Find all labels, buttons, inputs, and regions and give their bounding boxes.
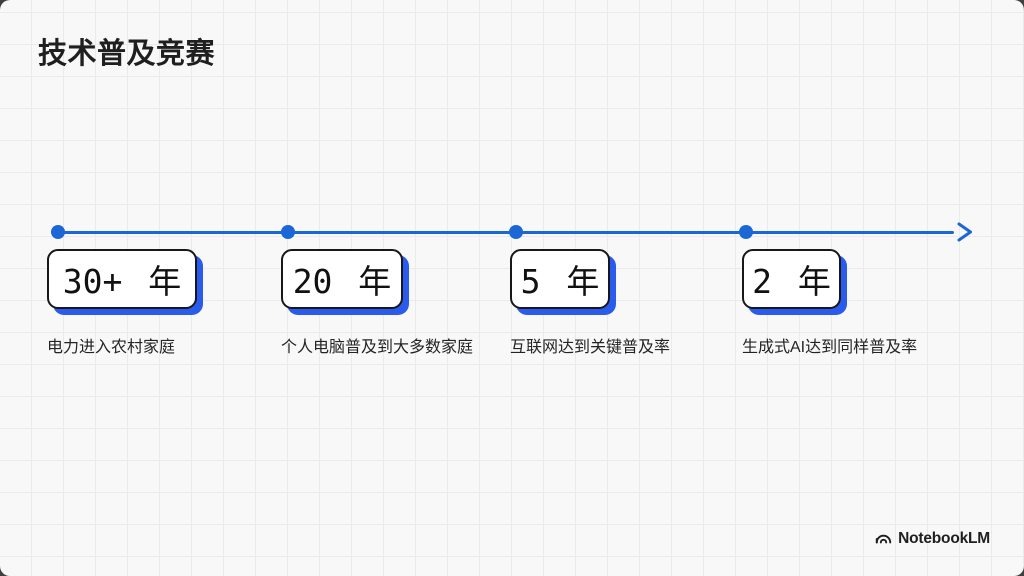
timeline-dot [509, 225, 523, 239]
brand-name: NotebookLM [898, 529, 990, 547]
milestone-label: 生成式AI达到同样普及率 [742, 339, 918, 356]
timeline-dot [281, 225, 295, 239]
timeline-line [56, 231, 954, 234]
milestone-label: 电力进入农村家庭 [47, 339, 176, 356]
duration-card: 5 年 [510, 249, 610, 309]
duration-card: 30+ 年 [47, 249, 197, 309]
timeline-milestone: 2 年 生成式AI达到同样普及率 [742, 249, 917, 357]
duration-value: 30+ 年 [62, 262, 182, 301]
milestone-label: 个人电脑普及到大多数家庭 [281, 339, 474, 356]
timeline-dot [739, 225, 753, 239]
duration-card: 2 年 [742, 249, 841, 309]
duration-value: 20 年 [292, 262, 392, 301]
duration-card: 20 年 [281, 249, 403, 309]
milestone-label: 互联网达到关键普及率 [510, 339, 671, 356]
timeline-dot [51, 225, 65, 239]
duration-value: 2 年 [752, 262, 831, 301]
timeline-milestone: 30+ 年 电力进入农村家庭 [47, 249, 197, 357]
duration-value: 5 年 [520, 262, 600, 301]
brand-watermark: NotebookLM [874, 529, 990, 548]
timeline-milestone: 20 年 个人电脑普及到大多数家庭 [281, 249, 473, 357]
page-title: 技术普及竞赛 [38, 38, 216, 70]
arrow-right-icon [957, 222, 972, 242]
timeline-milestone: 5 年 互联网达到关键普及率 [510, 249, 670, 357]
notebooklm-logo-icon [874, 529, 893, 548]
